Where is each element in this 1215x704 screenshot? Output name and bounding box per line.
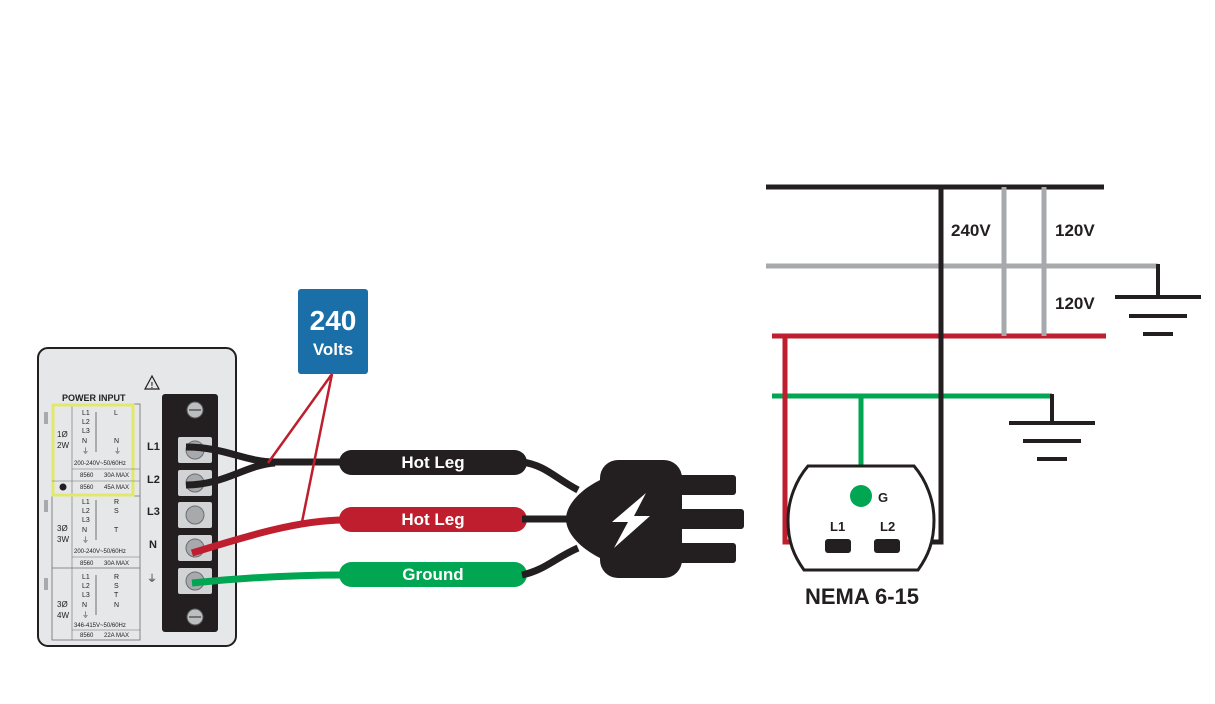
line-label: N: [82, 438, 87, 445]
red-wire: [190, 516, 346, 557]
output-label: S: [114, 583, 119, 590]
terminal-label-l1: L1: [147, 441, 160, 453]
green-wire: [191, 571, 346, 587]
terminal-label-l3: L3: [147, 506, 160, 518]
output-label: N: [114, 438, 119, 445]
warning-triangle-icon: !: [143, 374, 161, 390]
voltage-label-120: 120V: [1055, 221, 1095, 240]
slot-label-l2: L2: [880, 519, 895, 534]
wire-sleeve-hot-black: Hot Leg: [339, 450, 527, 475]
output-label: R: [114, 499, 119, 506]
line-label: N: [82, 602, 87, 609]
voltage-range: 200-240V~50/60Hz: [74, 549, 126, 555]
terminal-block: [162, 394, 218, 632]
voltage-label-240: 240V: [951, 221, 991, 240]
terminal-screw: [178, 502, 212, 528]
line-label: ⏚: [82, 447, 89, 455]
wires-label: 4W: [57, 611, 69, 620]
line-label: L3: [82, 428, 90, 435]
voltage-label-120: 120V: [1055, 294, 1095, 313]
ground-symbol-icon: [1115, 264, 1201, 336]
line-label: ⏚: [82, 536, 89, 544]
phase-label: 1Ø: [57, 430, 68, 439]
ground-symbol-icon: [1009, 394, 1095, 461]
line-label: L3: [82, 592, 90, 599]
line-label: N: [82, 527, 87, 534]
line-label: ⏚: [82, 611, 89, 619]
slot-l1: [825, 539, 851, 553]
single-phase-highlight: [51, 403, 135, 497]
voltage-range: 200-240V~50/60Hz: [74, 461, 126, 467]
line-label: L3: [82, 517, 90, 524]
amp-label: 30A MAX: [104, 473, 129, 479]
wire-label: Ground: [402, 565, 463, 584]
plug-prong: [676, 475, 736, 495]
output-label: N: [114, 602, 119, 609]
line-label: L1: [82, 499, 90, 506]
black-drop: [928, 187, 944, 545]
slot-label-l1: L1: [830, 519, 845, 534]
badge-value: 240: [310, 305, 357, 336]
slot-l2: [874, 539, 900, 553]
model-label: 8560: [80, 561, 94, 567]
line-label: L1: [82, 574, 90, 581]
single-phase-section: 1Ø 2W L1 L2 L3 N ⏚ L N ⏚ 200-240V~50/60H…: [52, 410, 140, 491]
voltage-range: 346-415V~50/60Hz: [74, 623, 126, 629]
voltage-badge: 240 Volts: [298, 289, 368, 374]
output-label: S: [114, 508, 119, 515]
callout-line: [300, 373, 334, 523]
terminal-label-n: N: [149, 539, 157, 551]
black-wire: [185, 459, 276, 489]
line-label: L2: [82, 583, 90, 590]
panel-to-plug-wires: Hot Leg Hot Leg Ground: [185, 373, 580, 587]
terminal-label-ground: ⏚: [147, 573, 157, 585]
line-label: L1: [82, 410, 90, 417]
phase-label: 3Ø: [57, 524, 68, 533]
wires-label: 2W: [57, 441, 69, 450]
model-label: 8560: [80, 633, 94, 639]
nema-receptacle: G L1 L2: [786, 464, 936, 572]
amp-label: 22A MAX: [104, 633, 129, 639]
power-input-panel: ! POWER INPUT 1Ø 2W L1 L2 L3 N ⏚ L N ⏚ 2…: [37, 347, 237, 647]
callout-line: [266, 373, 334, 464]
output-label: T: [114, 592, 119, 599]
ground-pin: [850, 485, 872, 507]
service-panel-diagram: 240V 120V 120V G L1 L2 NEMA 6-15: [766, 184, 1201, 609]
three-phase-3w-section: 3Ø 3W L1 L2 L3 N ⏚ R S T 200-240V~50/60H…: [57, 499, 140, 567]
lightning-bolt-icon: [612, 493, 650, 548]
plug-prong: [676, 509, 744, 529]
plug-icon: [566, 460, 744, 578]
output-label: R: [114, 574, 119, 581]
ground-pin-label: G: [878, 490, 888, 505]
model-label: 8560: [80, 485, 94, 491]
output-label: ⏚: [114, 447, 121, 455]
svg-text:!: !: [151, 381, 154, 390]
badge-unit: Volts: [313, 340, 353, 359]
wire-label: Hot Leg: [401, 453, 464, 472]
plug-prong: [676, 543, 736, 563]
amp-label: 30A MAX: [104, 561, 129, 567]
output-label: T: [114, 527, 119, 534]
receptacle-name: NEMA 6-15: [805, 584, 919, 609]
terminal-label-l2: L2: [147, 474, 160, 486]
model-label: 8560: [80, 473, 94, 479]
output-label: L: [114, 410, 118, 417]
phase-label: 3Ø: [57, 600, 68, 609]
panel-title: POWER INPUT: [62, 393, 126, 403]
wires-label: 3W: [57, 535, 69, 544]
wire-sleeve-ground: Ground: [339, 562, 527, 587]
three-phase-4w-section: 3Ø 4W L1 L2 L3 N ⏚ R S T N 346-415V~50/6…: [57, 574, 140, 639]
amp-label: 45A MAX: [104, 485, 129, 491]
wire-label: Hot Leg: [401, 510, 464, 529]
line-label: L2: [82, 419, 90, 426]
wire-sleeve-hot-red: Hot Leg: [339, 507, 527, 532]
line-label: L2: [82, 508, 90, 515]
